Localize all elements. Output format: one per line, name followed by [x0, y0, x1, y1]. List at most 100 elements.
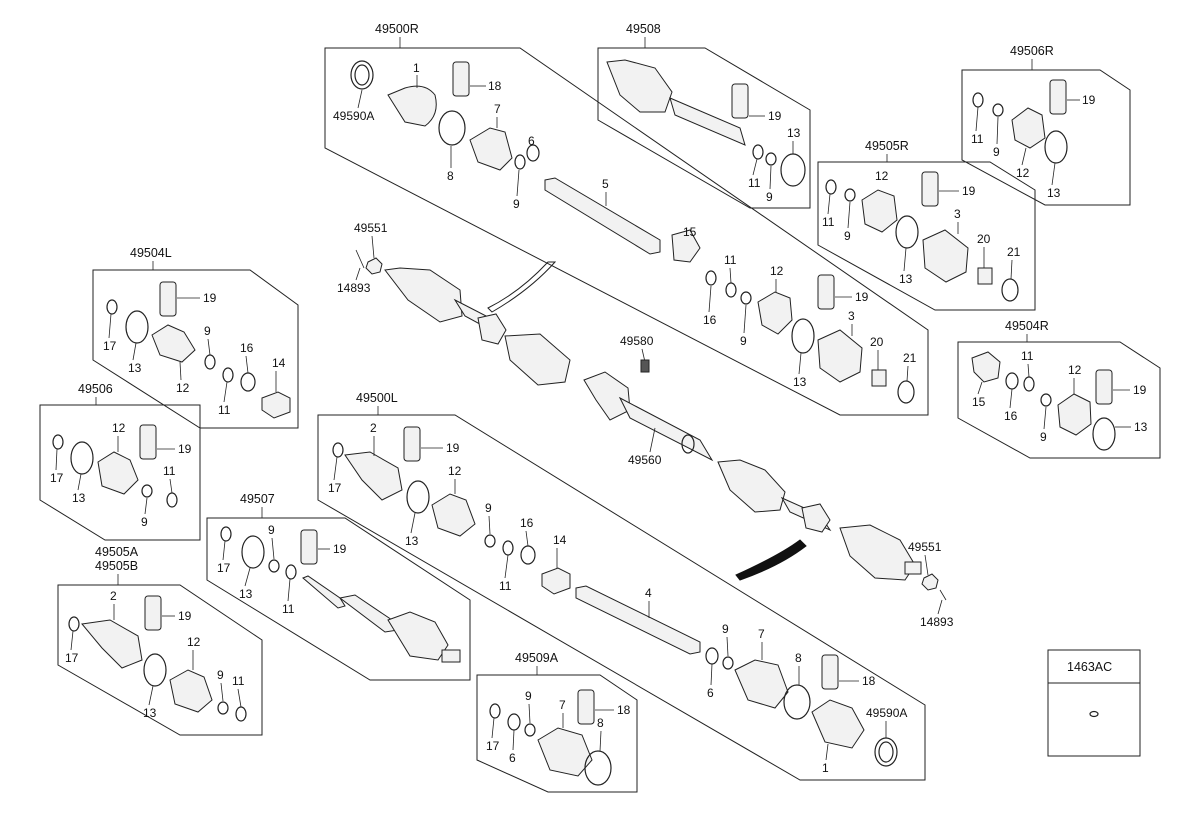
- cotter-pin-icon: [355, 249, 365, 269]
- clamp-icon: [825, 179, 837, 195]
- inner-cv-housing-icon: [344, 451, 403, 501]
- lead-13: [148, 685, 154, 706]
- lead-11: [169, 478, 173, 494]
- lead-17: [55, 448, 58, 471]
- stub-shaft-icon: [302, 575, 346, 609]
- clamp-icon: [740, 291, 752, 305]
- clamp-icon: [752, 144, 764, 160]
- clamp-icon: [1005, 372, 1019, 390]
- inner-cv-housing-icon: [81, 619, 143, 669]
- boot-band-icon: [584, 750, 612, 786]
- group-label-49504R: 49504R: [1005, 319, 1049, 333]
- label-9: 9: [204, 324, 211, 338]
- boot-band-icon: [438, 110, 466, 146]
- bolt-icon: [640, 359, 650, 373]
- clamp-icon: [240, 372, 256, 392]
- stub-shaft-icon: [441, 649, 461, 663]
- callout-arrow: [487, 261, 557, 313]
- group-label-49509A: 49509A: [515, 651, 559, 665]
- frame-49509A: [476, 674, 638, 793]
- label-18: 18: [488, 79, 502, 93]
- lead-12: [179, 361, 182, 381]
- lead-13: [410, 512, 416, 534]
- inner-boot-icon: [861, 189, 898, 233]
- grease-tube-icon: [821, 654, 839, 690]
- shaft-icon: [338, 594, 399, 633]
- label-12: 12: [176, 381, 190, 395]
- grease-tube-icon: [139, 424, 157, 460]
- grease-tube-icon: [452, 61, 470, 97]
- clamp-icon: [204, 354, 216, 370]
- label-14893: 14893: [920, 615, 954, 629]
- shaft-icon: [669, 97, 746, 146]
- group-label-49500L: 49500L: [356, 391, 398, 405]
- abs-ring-inner: [354, 64, 370, 86]
- lead-15: [977, 381, 983, 395]
- clamp-icon: [524, 723, 536, 737]
- label-17: 17: [486, 739, 500, 753]
- label-16: 16: [520, 516, 534, 530]
- label-17: 17: [217, 561, 231, 575]
- label-49590A: 49590A: [333, 109, 374, 123]
- grease-tube-icon: [403, 426, 421, 462]
- label-49551: 49551: [908, 540, 942, 554]
- clamp-icon: [705, 270, 717, 286]
- lead-49551: [924, 554, 929, 576]
- label-12: 12: [1068, 363, 1082, 377]
- label-7: 7: [494, 102, 501, 116]
- boot-band-icon: [143, 653, 167, 687]
- lead-9: [271, 537, 275, 560]
- boot-band-icon: [895, 215, 919, 249]
- abs-ring-inner: [878, 741, 894, 763]
- lead-13: [77, 473, 82, 491]
- group-label-49505A: 49505A: [95, 545, 139, 559]
- clamp-icon: [725, 282, 737, 298]
- frame-49500R: [324, 47, 929, 416]
- label-15: 15: [972, 395, 986, 409]
- label-13: 13: [787, 126, 801, 140]
- dynamic-damper-icon: [261, 391, 291, 419]
- label-13: 13: [899, 272, 913, 286]
- clamp-icon: [1040, 393, 1052, 407]
- label-16: 16: [1004, 409, 1018, 423]
- dynamic-damper-icon: [971, 351, 1001, 383]
- group-label-1463AC: 1463AC: [1067, 660, 1112, 674]
- clamp-icon: [722, 656, 734, 670]
- label-9: 9: [766, 190, 773, 204]
- inner-boot-icon: [97, 451, 139, 495]
- lead-11: [504, 554, 509, 579]
- clip-1463AC-icon: [1089, 710, 1099, 718]
- label-9: 9: [740, 334, 747, 348]
- hub-nut-icon: [365, 257, 383, 275]
- clamp-icon: [514, 154, 526, 170]
- label-18: 18: [862, 674, 876, 688]
- lead-11: [223, 381, 228, 403]
- lead-11: [827, 193, 831, 215]
- lead-17: [70, 630, 74, 651]
- dynamic-damper-icon: [477, 313, 507, 345]
- lead-9: [207, 338, 211, 356]
- group-label-49506R: 49506R: [1010, 44, 1054, 58]
- clamp-icon: [972, 92, 984, 108]
- lead-11: [1027, 363, 1030, 378]
- lead-9: [847, 201, 851, 229]
- lead-9: [220, 682, 224, 702]
- circlip-icon: [1001, 278, 1019, 302]
- label-11: 11: [822, 215, 835, 229]
- group-label-49504L: 49504L: [130, 246, 172, 260]
- clamp-icon: [222, 367, 234, 383]
- lead-6: [710, 663, 713, 686]
- outer-cv-joint-icon: [839, 524, 916, 581]
- inner-cv-housing-icon: [504, 333, 571, 386]
- clamp-icon: [489, 703, 501, 719]
- label-49590A: 49590A: [866, 706, 907, 720]
- label-1: 1: [822, 761, 829, 775]
- label-13: 13: [1047, 186, 1061, 200]
- frame-1463AC: [1047, 649, 1141, 757]
- boot-band-icon: [1092, 417, 1116, 451]
- lead-11: [237, 688, 242, 708]
- label-8: 8: [447, 169, 454, 183]
- grease-tube-icon: [1049, 79, 1067, 115]
- lead-16: [708, 285, 712, 313]
- clamp-icon: [52, 434, 64, 450]
